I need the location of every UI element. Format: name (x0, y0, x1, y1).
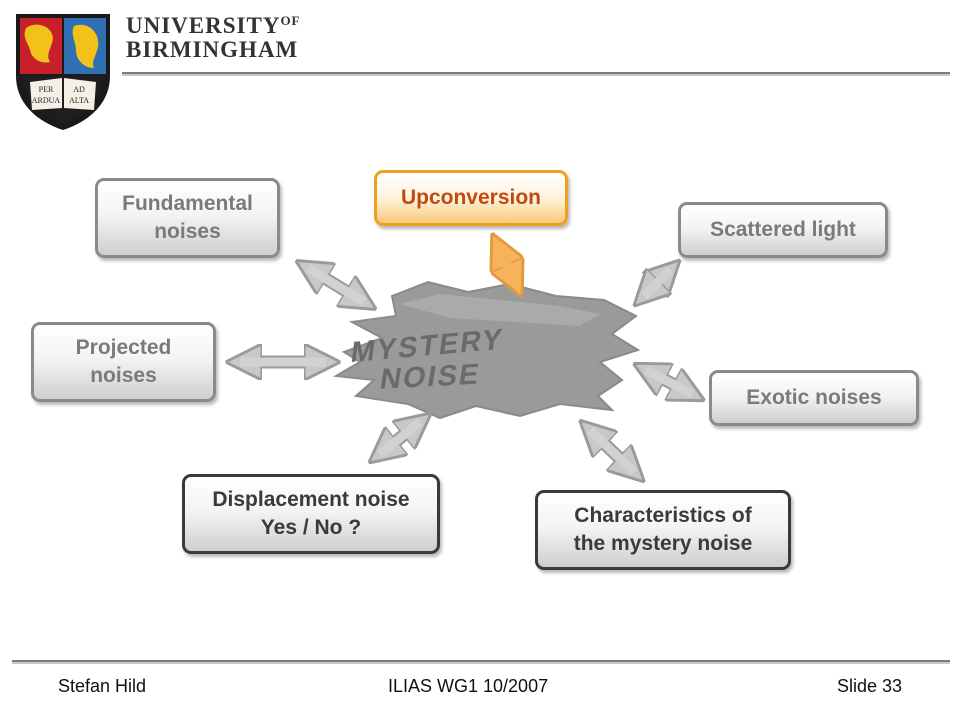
crest-text-per: PER (39, 85, 54, 94)
arrow-fundamental (308, 268, 364, 302)
university-word: UNIVERSITY (126, 13, 281, 38)
node-upconversion: Upconversion (374, 170, 568, 226)
node-projected-line1: Projected (75, 336, 172, 359)
mystery-noise-label-line2: NOISE (378, 358, 483, 396)
node-scattered-label: Scattered light (710, 218, 856, 241)
node-exotic-label: Exotic noises (746, 386, 882, 409)
arrow-characteristics (590, 430, 634, 472)
birmingham-word: BIRMINGHAM (126, 37, 299, 62)
arrow-upconversion (498, 246, 516, 284)
crest-text-ad: AD (73, 85, 85, 94)
university-of: OF (280, 13, 301, 28)
node-characteristics-line2: the mystery noise (573, 532, 753, 555)
node-characteristics-line1: Characteristics of (574, 504, 752, 527)
footer-event: ILIAS WG1 10/2007 (388, 676, 549, 696)
node-fundamental-noises: Fundamental noises (95, 178, 280, 258)
node-fundamental-line2: noises (154, 220, 221, 243)
node-projected-noises: Projected noises (31, 322, 216, 402)
crest-text-alta: ALTA (69, 96, 89, 105)
arrow-displacement (380, 422, 420, 454)
footer-slide-number: Slide 33 (836, 676, 902, 696)
university-crest-logo: PER AD ARDUA ALTA (16, 14, 110, 130)
node-scattered-light: Scattered light (678, 202, 888, 258)
node-displacement-line1: Displacement noise (212, 488, 410, 511)
node-fundamental-line1: Fundamental (122, 192, 253, 215)
footer-author: Stefan Hild (58, 676, 147, 696)
header-divider (122, 72, 950, 74)
node-characteristics: Characteristics of the mystery noise (535, 490, 791, 570)
university-name: UNIVERSITYOF BIRMINGHAM (126, 14, 301, 62)
node-projected-line2: noises (90, 364, 157, 387)
node-upconversion-label: Upconversion (400, 186, 542, 209)
arrow-exotic (646, 370, 692, 394)
crest-text-ardua: ARDUA (32, 96, 61, 105)
node-displacement-line2: Yes / No ? (260, 516, 362, 539)
node-exotic-noises: Exotic noises (709, 370, 919, 426)
footer-divider (12, 660, 950, 662)
arrow-scattered (644, 270, 670, 296)
